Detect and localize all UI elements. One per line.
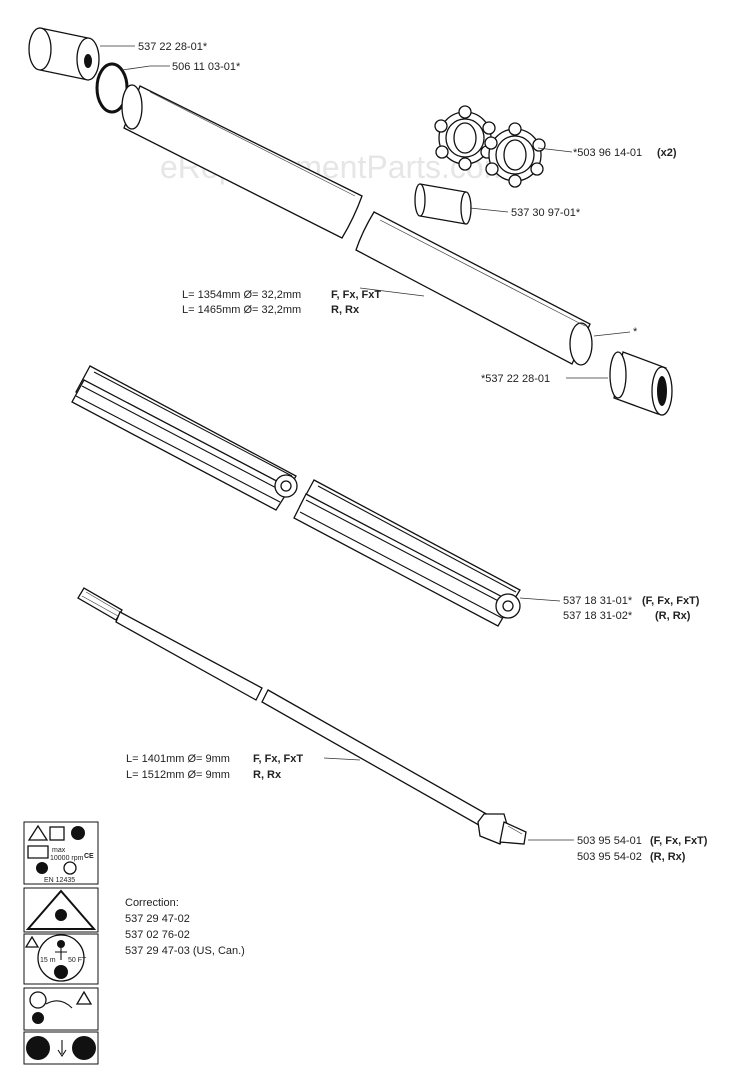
liner-1-models: (F, Fx, FxT) [642,595,700,607]
correction-line-3: 537 29 47-03 (US, Can.) [125,945,245,957]
star-bushing-1[interactable] [434,105,496,171]
callout-end-cap-top: 537 22 28-01* [138,41,208,53]
liner-lower-section[interactable] [293,479,521,627]
correction-title: Correction: [125,897,179,909]
decal-en: EN 12435 [44,877,75,884]
sleeve[interactable] [414,183,472,225]
tube-lower-section[interactable] [355,211,593,366]
callout-o-ring: 506 11 03-01* [172,61,241,73]
decal-ce: CE [84,853,94,860]
callout-star-bushing: *503 96 14-01 [573,147,642,159]
tube-upper-section[interactable] [121,84,363,239]
liner-upper-section[interactable] [71,365,298,511]
liner-2-num: 537 18 31-02* [563,610,633,622]
tube-length-1-prefix: L= 1354mm Ø= 32,2mm [182,289,301,301]
correction-note: Correction: 537 29 47-02 537 02 76-02 53… [125,895,245,959]
shaft-length-2-models: R, Rx [253,769,282,781]
shaft-2-models: (R, Rx) [650,851,686,863]
callout-star-bushing-qty: (x2) [657,147,677,159]
decal-rotation[interactable] [23,987,99,1031]
correction-line-1: 537 29 47-02 [125,913,190,925]
shaft-1-num: 503 95 54-01 [577,835,642,847]
tube-length-2-models: R, Rx [331,304,360,316]
shaft-length-2-prefix: L= 1512mm Ø= 9mm [126,769,230,781]
tube-length-1-models: F, Fx, FxT [331,289,381,301]
drive-shaft-upper[interactable] [77,587,263,701]
liner-1-num: 537 18 31-01* [563,595,633,607]
decal-distance-2: 50 FT [68,957,87,964]
shaft-length-1-models: F, Fx, FxT [253,753,303,765]
decal-warning-strip[interactable]: max 10000 rpm CE EN 12435 [23,821,99,885]
decal-ppe[interactable] [23,1031,99,1065]
decal-max: max [52,847,66,854]
drive-shaft-lower[interactable] [261,689,527,845]
decal-safety-distance[interactable]: 15 m 50 FT [23,933,99,985]
shaft-2-num: 503 95 54-02 [577,851,642,863]
callout-end-cap-bottom: *537 22 28-01 [481,373,550,385]
callout-tube-end: * [633,326,638,338]
tube-length-2-prefix: L= 1465mm Ø= 32,2mm [182,304,301,316]
correction-line-2: 537 02 76-02 [125,929,190,941]
liner-2-models: (R, Rx) [655,610,691,622]
decal-rpm: 10000 rpm [50,855,84,862]
shaft-1-models: (F, Fx, FxT) [650,835,708,847]
decal-thrown-objects[interactable] [23,887,99,933]
star-bushing-2[interactable] [484,122,546,188]
end-cap-top[interactable] [28,27,100,81]
callout-sleeve: 537 30 97-01* [511,207,581,219]
decal-distance-1: 15 m [40,957,56,964]
end-cap-bottom[interactable] [609,351,673,416]
shaft-length-1-prefix: L= 1401mm Ø= 9mm [126,753,230,765]
